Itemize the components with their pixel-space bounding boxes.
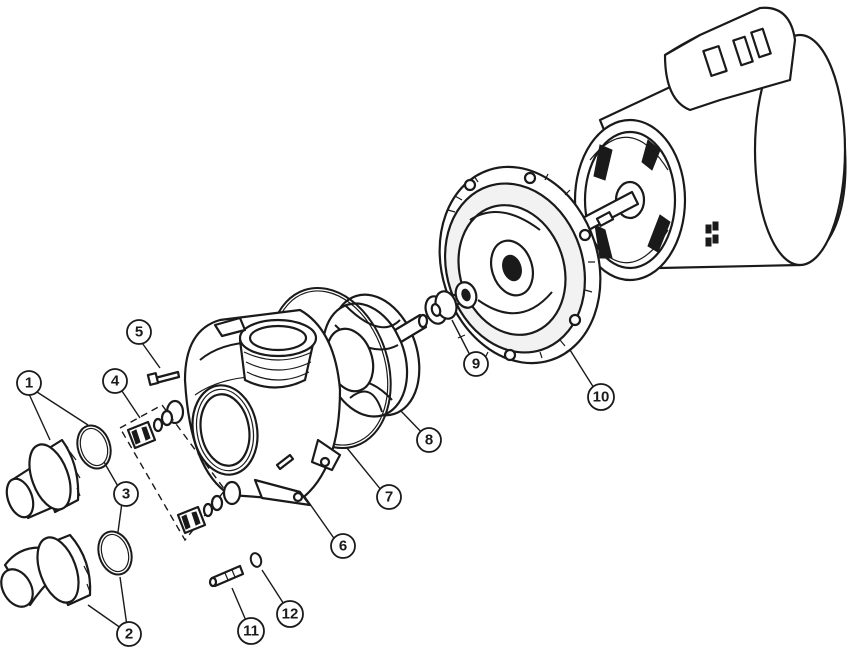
callout-1: 1 bbox=[16, 370, 42, 396]
callout-11-label: 11 bbox=[243, 623, 259, 640]
callout-11: 11 bbox=[237, 617, 265, 645]
callout-6: 6 bbox=[330, 533, 356, 559]
callout-10-label: 10 bbox=[593, 389, 610, 406]
screw bbox=[146, 370, 181, 386]
callout-3: 3 bbox=[113, 481, 139, 507]
callout-7-label: 7 bbox=[385, 489, 393, 506]
callout-3-label: 3 bbox=[122, 486, 130, 503]
callout-8-label: 8 bbox=[425, 432, 433, 449]
union-straight bbox=[5, 438, 81, 520]
callout-8: 8 bbox=[416, 427, 442, 453]
callout-2: 2 bbox=[116, 621, 142, 647]
callout-7: 7 bbox=[376, 484, 402, 510]
motor bbox=[571, 6, 847, 282]
impeller bbox=[321, 293, 429, 418]
barb-fitting bbox=[208, 564, 245, 588]
pump-housing bbox=[165, 308, 342, 507]
callout-4-label: 4 bbox=[111, 373, 120, 390]
callout-4: 4 bbox=[102, 368, 128, 394]
union-o-rings bbox=[76, 424, 133, 576]
fitting-o-ring bbox=[249, 552, 263, 568]
seal-plate bbox=[438, 165, 602, 365]
callout-9-label: 9 bbox=[472, 356, 480, 373]
callout-5-label: 5 bbox=[135, 324, 143, 341]
callout-10: 10 bbox=[587, 383, 615, 411]
callout-12-label: 12 bbox=[282, 606, 299, 623]
callout-2-label: 2 bbox=[125, 626, 133, 643]
callout-9: 9 bbox=[463, 351, 489, 377]
callout-6-label: 6 bbox=[339, 538, 347, 555]
callout-12: 12 bbox=[276, 600, 304, 628]
mechanical-seal bbox=[424, 281, 478, 325]
union-elbow bbox=[0, 533, 92, 608]
callout-5: 5 bbox=[126, 319, 152, 345]
drain-plug-assembly bbox=[119, 404, 226, 542]
callout-1-label: 1 bbox=[25, 375, 33, 392]
